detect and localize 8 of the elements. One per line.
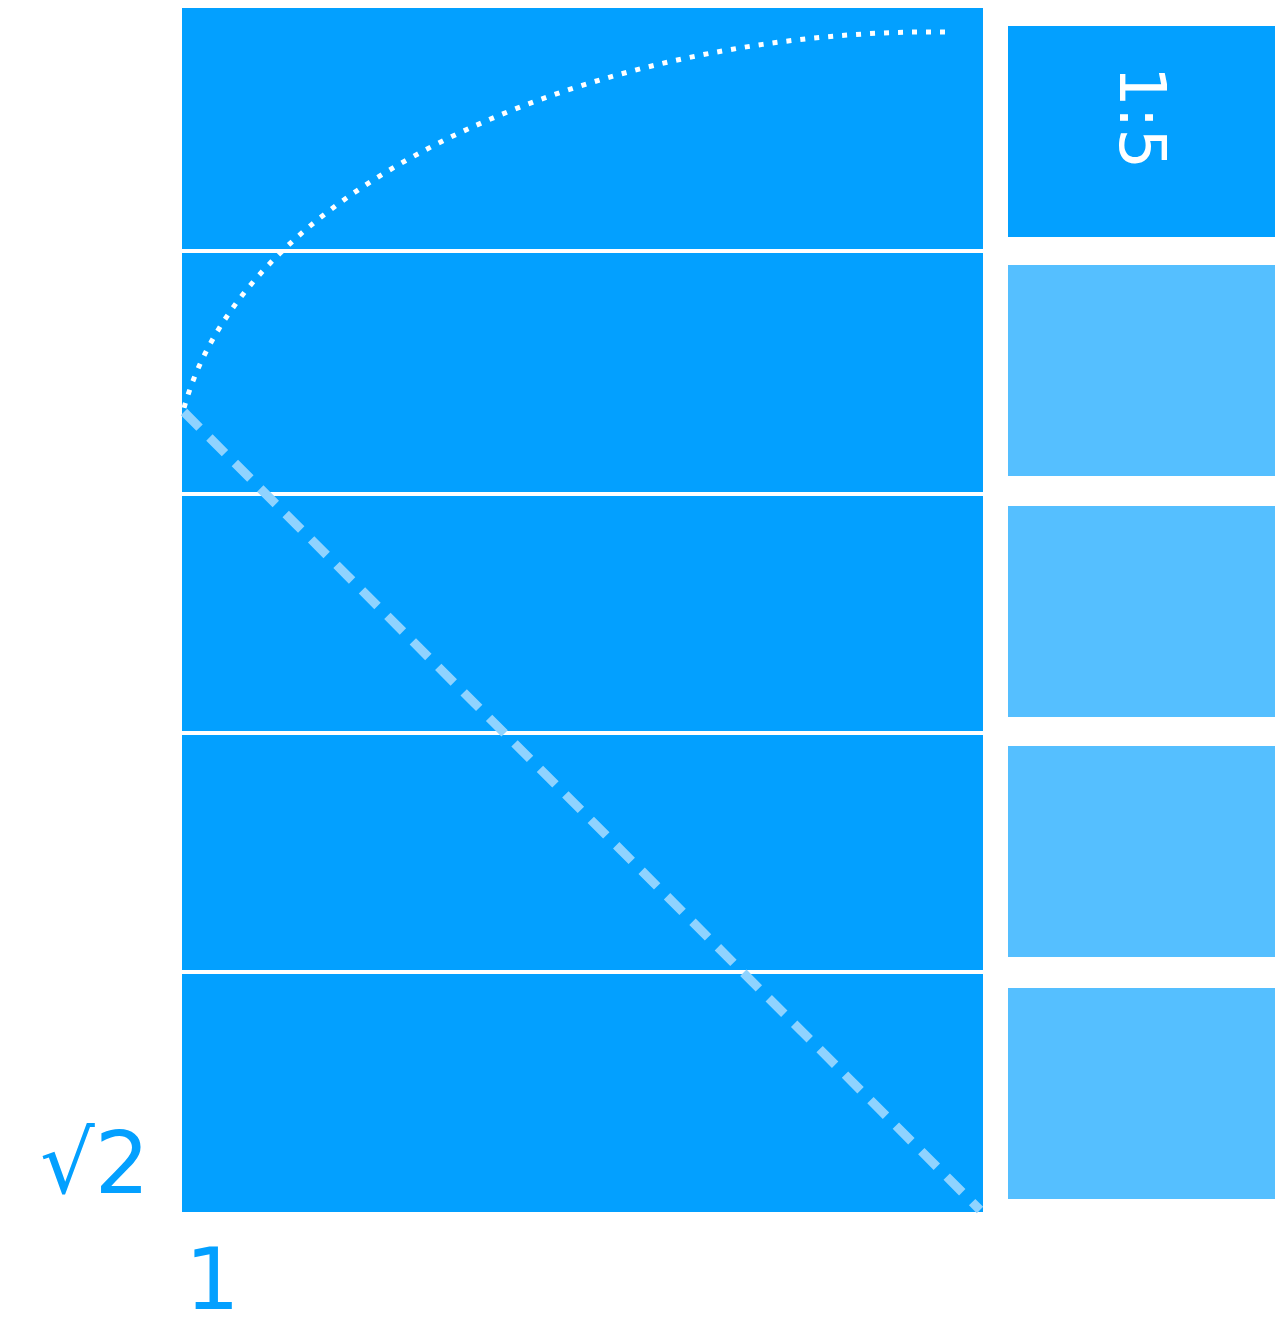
square-panel <box>1008 265 1275 476</box>
square-panel <box>1008 746 1275 957</box>
ratio-label: 1:5 <box>1109 66 1174 169</box>
dimension-label: √2 <box>40 1120 150 1206</box>
square-panel <box>1008 506 1275 717</box>
square-panel <box>1008 26 1275 237</box>
dimension-label: 1 <box>185 1236 240 1322</box>
square-panel <box>1008 988 1275 1199</box>
